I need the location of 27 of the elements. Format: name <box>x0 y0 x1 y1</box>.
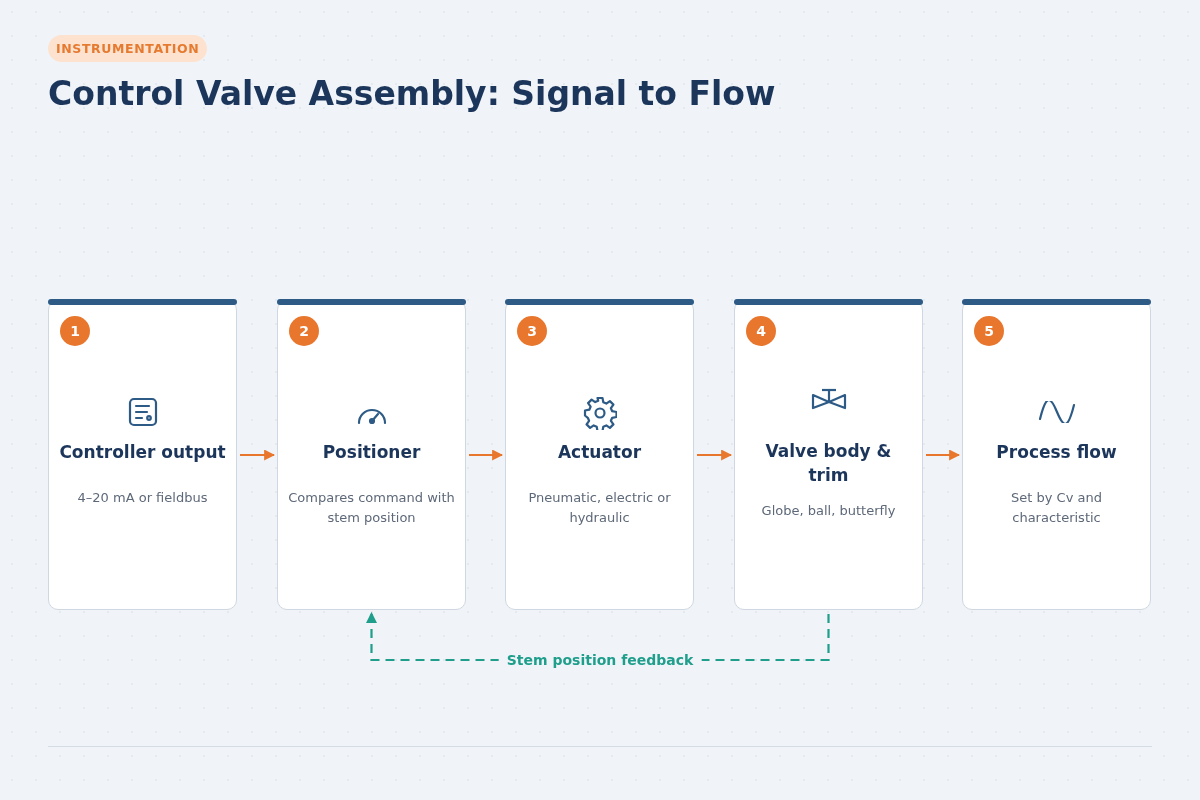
flow-arrow <box>240 449 276 461</box>
edge-label: Stem position feedback <box>498 652 702 668</box>
step-card <box>505 300 694 610</box>
step-heading: Actuator <box>556 441 643 464</box>
flow-arrow <box>926 449 961 461</box>
step-number-badge: 3 <box>517 316 547 346</box>
step-description: 4–20 mA or fieldbus <box>76 489 209 507</box>
flow-arrow <box>697 449 733 461</box>
step-heading: Positioner <box>321 441 422 464</box>
step-heading: Valve body & trim <box>764 440 893 487</box>
step-card <box>48 300 237 610</box>
step-number-badge: 4 <box>746 316 776 346</box>
category-tag: INSTRUMENTATION <box>48 35 208 62</box>
step-heading: Process flow <box>995 441 1118 464</box>
title: Control Valve Assembly: Signal to Flow <box>48 74 776 113</box>
step-description: Set by Cv and characteristic <box>1010 489 1103 527</box>
step-number-badge: 2 <box>289 316 319 346</box>
step-card <box>962 300 1151 610</box>
flow-arrow <box>469 449 504 461</box>
step-number-badge: 1 <box>60 316 90 346</box>
step-number-badge: 5 <box>974 316 1004 346</box>
step-heading: Controller output <box>58 441 227 464</box>
step-description: Globe, ball, butterfly <box>760 502 897 520</box>
step-card <box>277 300 466 610</box>
step-card <box>734 300 923 610</box>
step-description: Pneumatic, electric or hydraulic <box>527 489 672 527</box>
step-description: Compares command with stem position <box>287 489 456 527</box>
